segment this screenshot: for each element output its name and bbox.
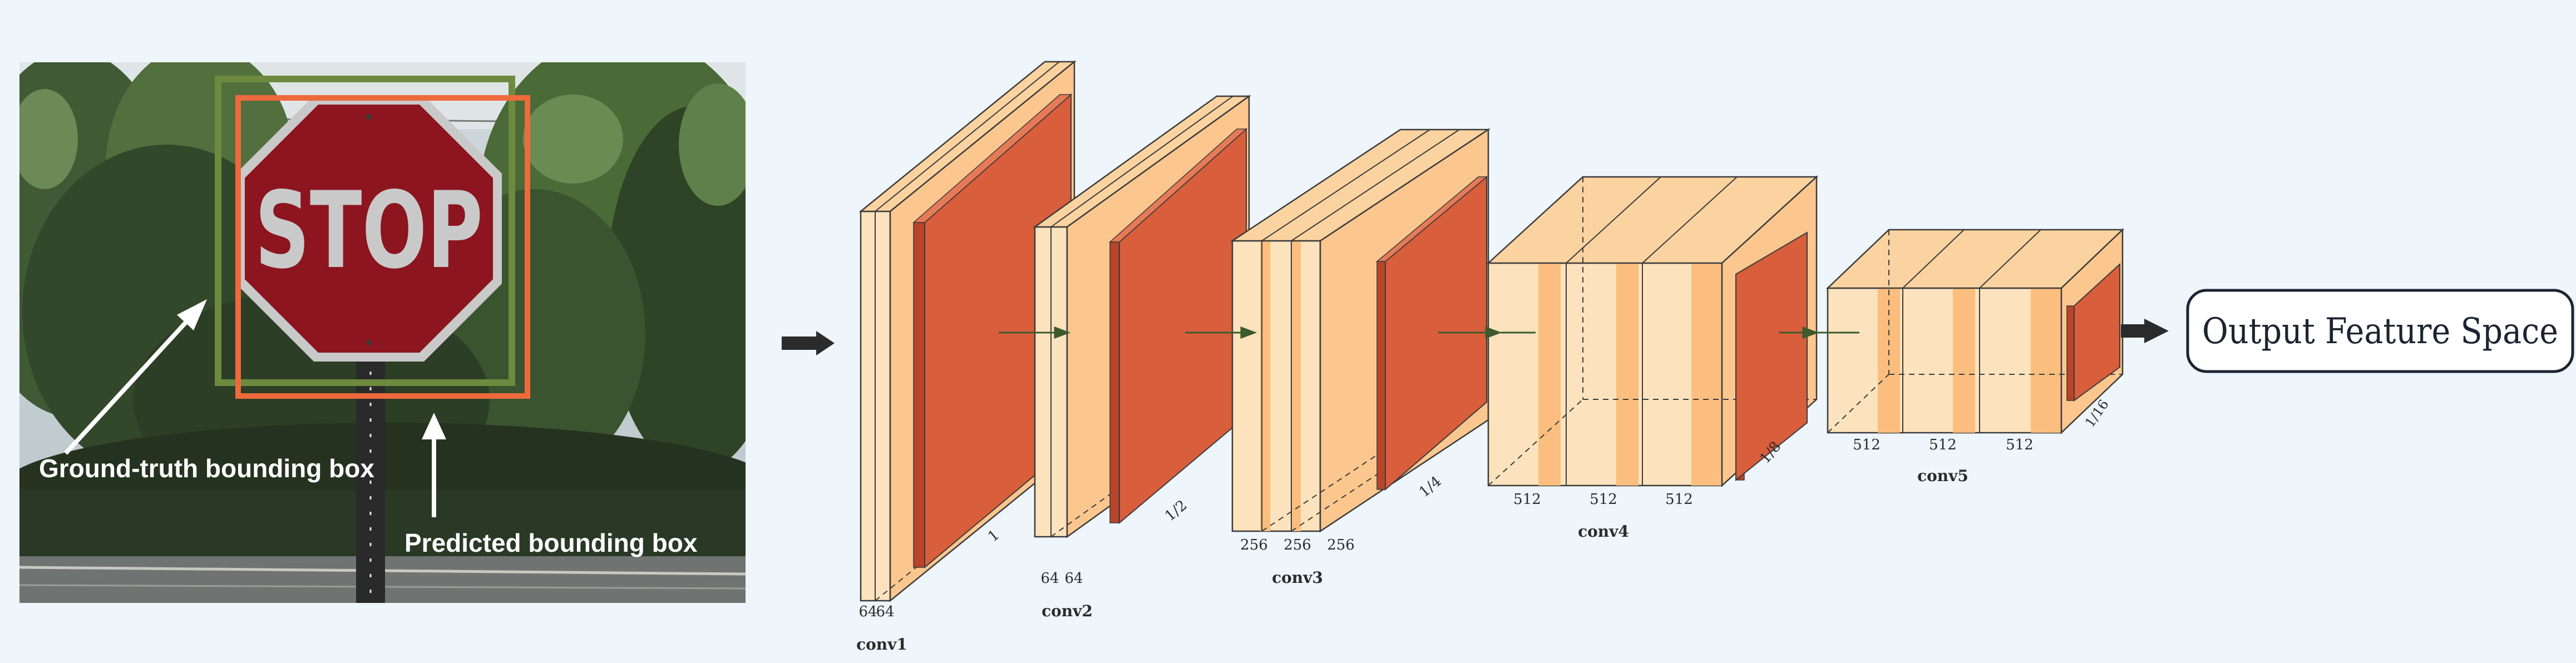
conv2-ch-1: 64 <box>1040 570 1059 587</box>
conv5-ch-1: 512 <box>1853 437 1881 453</box>
predicted-arrow <box>422 413 446 517</box>
conv4-ch-2: 512 <box>1590 491 1617 508</box>
conv5-label: conv5 <box>1917 467 1968 485</box>
conv5-ch-3: 512 <box>2006 437 2034 453</box>
conv4-block: 512 512 512 1/8 conv4 <box>1486 175 1819 541</box>
output-feature-space: Output Feature Space <box>2186 289 2574 373</box>
conv4-ch-3: 512 <box>1665 491 1693 508</box>
ground-truth-arrow <box>64 299 207 455</box>
ground-truth-bounding-box <box>215 76 515 386</box>
conv3-scale: 1/4 <box>1416 473 1444 501</box>
conv5-block: 512 512 512 1/16 conv5 <box>1825 228 2125 485</box>
predicted-label: Predicted bounding box <box>404 528 698 557</box>
output-arrow <box>2121 319 2169 343</box>
conv1-label: conv1 <box>856 635 907 654</box>
conv2-scale: 1/2 <box>1162 497 1190 525</box>
connector-arrows <box>999 326 1859 339</box>
conv3-ch-2: 256 <box>1284 537 1311 553</box>
ground-truth-label: Ground-truth bounding box <box>39 454 374 483</box>
output-feature-space-label: Output Feature Space <box>2202 311 2558 352</box>
conv2-label: conv2 <box>1042 602 1093 620</box>
conv3-label: conv3 <box>1272 568 1323 587</box>
conv3-ch-1: 256 <box>1240 537 1268 553</box>
input-arrow <box>782 331 835 355</box>
conv2-block: 64 64 1/2 conv2 <box>1033 95 1251 620</box>
conv4-label: conv4 <box>1578 522 1629 541</box>
stop-sign-text: STOP <box>255 169 483 292</box>
conv2-ch-2: 64 <box>1064 570 1083 587</box>
conv4-ch-1: 512 <box>1513 491 1541 508</box>
conv1-ch-1: 64 <box>858 603 877 620</box>
stop-sign-photo: STOP Ground-truth bounding box Predicted… <box>19 62 746 603</box>
conv1-ch-2: 64 <box>876 603 894 620</box>
conv5-ch-2: 512 <box>1929 437 1957 453</box>
conv3-ch-3: 256 <box>1327 537 1355 553</box>
conv1-scale: 1 <box>985 527 1003 546</box>
conv3-block: 256 256 256 1/4 conv3 <box>1230 128 1491 587</box>
predicted-bounding-box <box>235 95 530 399</box>
